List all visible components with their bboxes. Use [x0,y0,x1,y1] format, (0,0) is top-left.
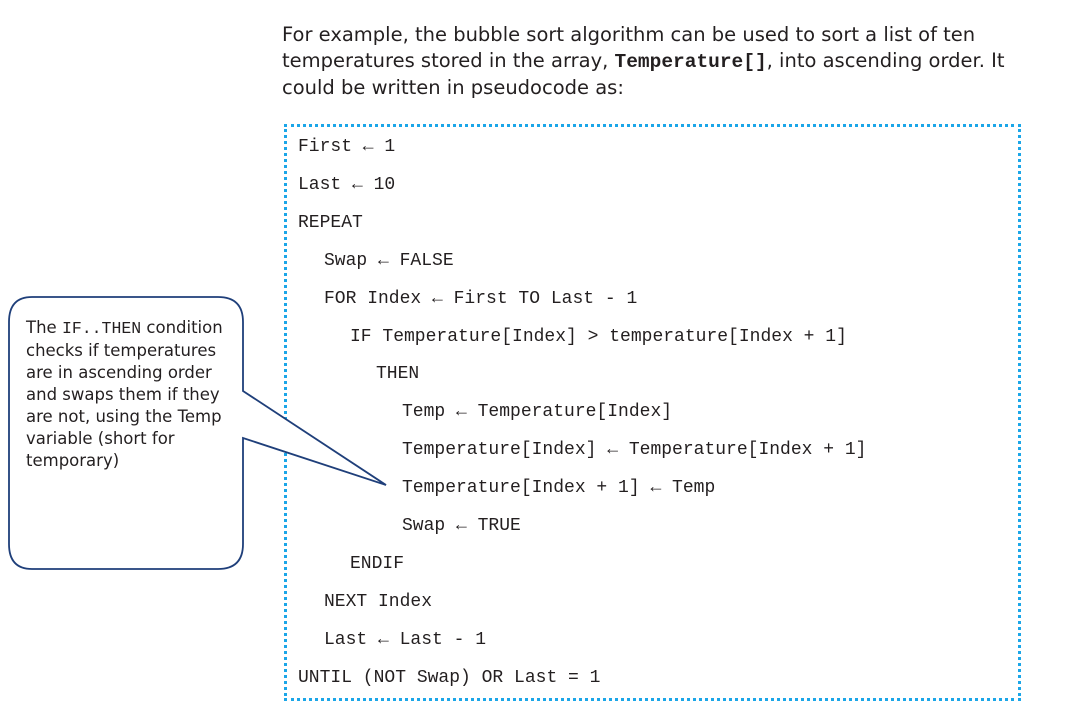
code-line: THEN [376,364,420,385]
code-line: ENDIF [350,553,405,574]
code-line: Swap ← FALSE [324,250,454,271]
array-name: Temperature[] [614,51,767,73]
intro-paragraph: For example, the bubble sort algorithm c… [282,22,1062,101]
code-line: First ← 1 [298,137,396,157]
code-line: Temperature[Index] ← Temperature[Index +… [402,440,867,461]
code-line: UNTIL (NOT Swap) OR Last = 1 [298,667,601,688]
code-line: REPEAT [298,212,363,233]
callout-suffix: condition checks if temperatures are in … [26,318,223,470]
code-line: Temperature[Index + 1] ← Temp [402,478,716,499]
code-line: Last ← Last - 1 [324,629,487,650]
intro-text-part2: , into ascending order. It could be writ… [282,49,1005,99]
code-line: FOR Index ← First TO Last - 1 [324,288,638,309]
code-line: Swap ← TRUE [402,516,521,536]
code-line: NEXT Index [324,591,433,612]
code-line: Last ← 10 [298,174,396,195]
callout-prefix: The [26,318,62,337]
callout-text: The IF..THEN condition checks if tempera… [26,317,241,472]
code-line: IF Temperature[Index] > temperature[Inde… [350,326,847,347]
code-line: Temp ← Temperature[Index] [402,402,673,423]
intro-text-part1: For example, the bubble sort algorithm c… [282,23,976,72]
callout-keyword: IF..THEN [61,319,142,338]
